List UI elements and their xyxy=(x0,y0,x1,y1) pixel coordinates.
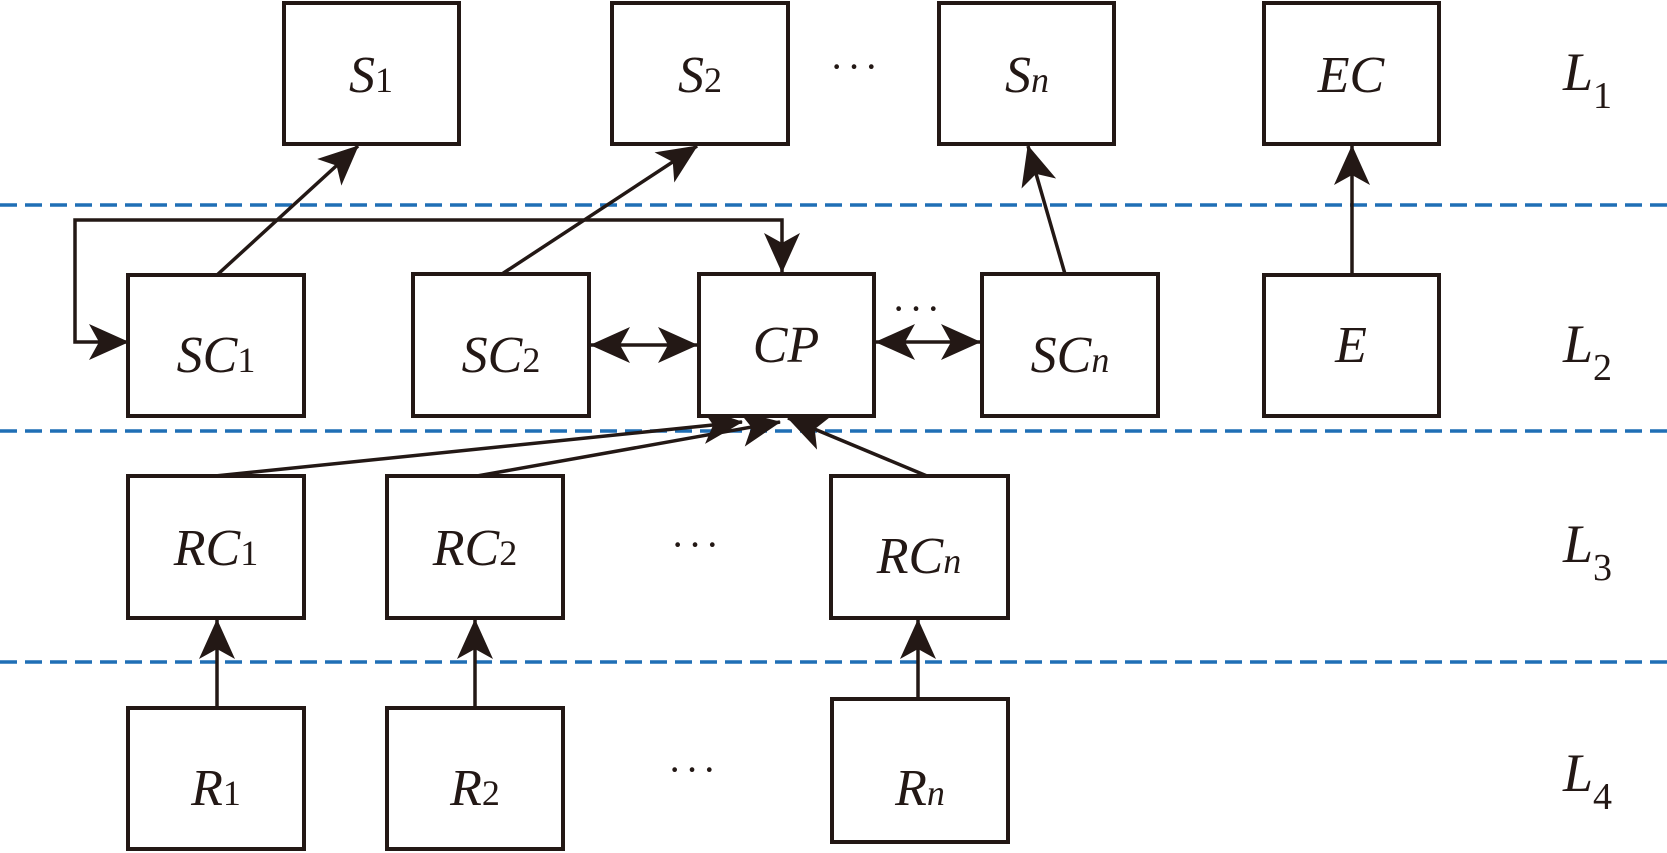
svg-text:RC2: RC2 xyxy=(432,520,517,577)
node-r2: R2 xyxy=(385,706,565,851)
edge-scn-to-sn xyxy=(1021,145,1067,275)
svg-text:Sn: Sn xyxy=(1005,47,1049,104)
ellipsis-l3: ··· xyxy=(671,522,723,567)
svg-text:R1: R1 xyxy=(190,760,241,817)
node-sc1: SC1 xyxy=(126,273,306,418)
svg-text:S1: S1 xyxy=(349,47,393,104)
node-rc1: RC1 xyxy=(126,474,306,620)
layer-label-l2: L2 xyxy=(1562,314,1612,389)
svg-text:R2: R2 xyxy=(449,760,500,817)
edge-rc2-to-cp xyxy=(476,411,781,478)
edge-sc1-cp-loop xyxy=(73,218,800,360)
svg-text:RCn: RCn xyxy=(876,528,961,585)
node-sc2: SC2 xyxy=(411,272,591,418)
node-sn: Sn xyxy=(937,1,1116,146)
node-rc2: RC2 xyxy=(385,474,565,620)
node-rn: Rn xyxy=(830,697,1010,844)
svg-text:SCn: SCn xyxy=(1031,327,1110,384)
layer-label-l3: L3 xyxy=(1562,514,1612,589)
svg-text:EC: EC xyxy=(1317,47,1386,104)
edge-sc1-to-s1 xyxy=(215,144,360,277)
svg-text:SC1: SC1 xyxy=(177,327,256,384)
edge-sc2-to-s2 xyxy=(501,144,698,276)
ellipsis-l1: ··· xyxy=(830,44,882,89)
layer-label-l1: L1 xyxy=(1562,42,1612,117)
node-s2: S2 xyxy=(610,1,790,146)
svg-text:RC1: RC1 xyxy=(173,520,258,577)
node-s1: S1 xyxy=(282,1,461,146)
svg-text:E: E xyxy=(1334,317,1367,374)
node-cp: CP xyxy=(697,272,876,418)
edge-rcn-to-cp xyxy=(787,416,928,478)
edge-rc1-to-cp xyxy=(214,408,743,478)
node-rcn: RCn xyxy=(829,474,1010,620)
node-r1: R1 xyxy=(126,706,306,851)
ellipsis-l4: ··· xyxy=(668,747,720,792)
svg-text:CP: CP xyxy=(753,317,819,374)
node-scn: SCn xyxy=(980,272,1160,418)
node-ec: EC xyxy=(1262,1,1441,146)
svg-text:SC2: SC2 xyxy=(462,327,541,384)
layer-label-l4: L4 xyxy=(1562,743,1612,818)
svg-text:Rn: Rn xyxy=(894,760,945,817)
node-e: E xyxy=(1262,273,1441,418)
svg-text:S2: S2 xyxy=(678,47,722,104)
ellipsis-l2: ··· xyxy=(892,286,944,331)
